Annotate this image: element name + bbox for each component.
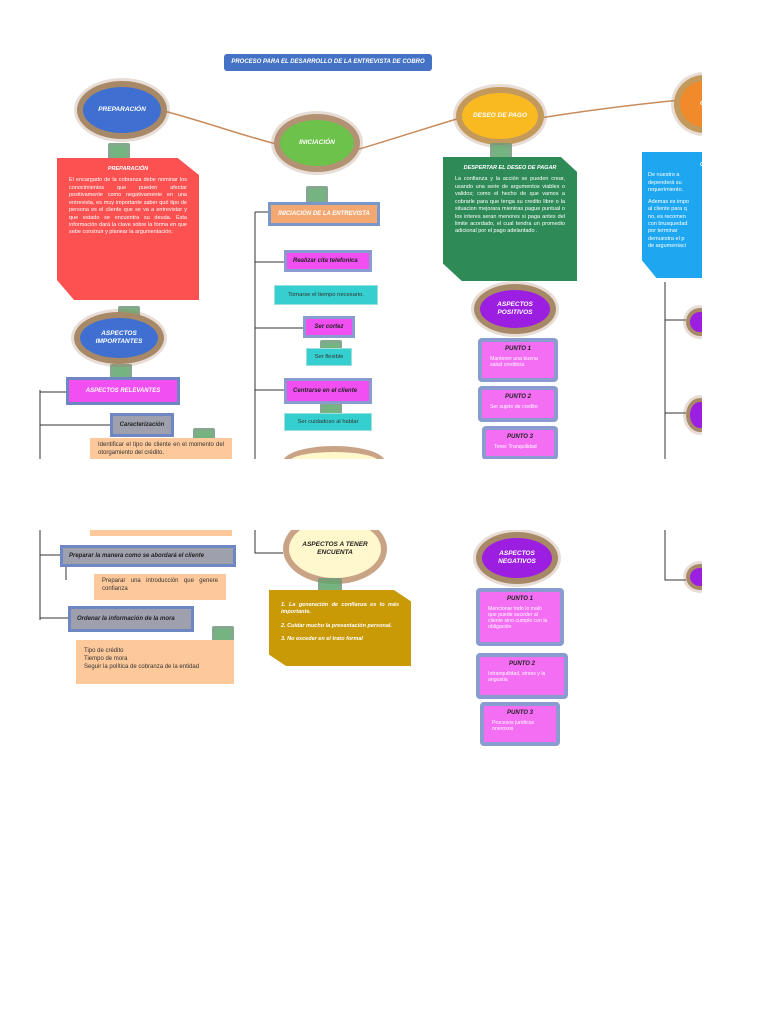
node-aspectos-positivos: ASPECTOS POSITIVOS bbox=[474, 284, 556, 334]
preparar-manera-box: Preparar la manera como se abordará el c… bbox=[60, 545, 236, 567]
negativo-punto-1: PUNTO 1 Mencionar todo lo malo que puede… bbox=[476, 588, 564, 646]
tener-point-3: 3. No exceder en el trato formal bbox=[281, 636, 363, 643]
deseo-pago-card: DESPERTAR EL DESEO DE PAGAR La confianza… bbox=[443, 157, 577, 281]
ordenar-text: Tipo de crédito Tiempo de mora Seguir la… bbox=[76, 640, 234, 684]
punto-label: PUNTO 2 bbox=[505, 394, 531, 400]
ordenar-box: Ordenar la información de la mora bbox=[68, 606, 194, 632]
punto-label: PUNTO 2 bbox=[509, 661, 535, 667]
tomarse-tiempo-box: Tomarse el tiempo necesario. bbox=[274, 285, 378, 305]
punto-text: Mencionar todo lo malo que puede suceder… bbox=[488, 606, 548, 630]
tener-point-2: 2. Cuidar mucho la presentación personal… bbox=[281, 622, 392, 629]
cyan-line: al cliente para q bbox=[648, 206, 687, 213]
page-gap bbox=[0, 459, 768, 530]
iniciacion-entrevista-box: INICIACIÓN DE LA ENTREVISTA bbox=[268, 202, 380, 226]
peach-strip bbox=[90, 530, 232, 536]
punto-label: PUNTO 3 bbox=[507, 434, 533, 440]
ordenar-line-2: Tiempo de mora bbox=[84, 655, 128, 662]
cyan-line: requerimiento. bbox=[648, 187, 684, 194]
positivo-punto-1: PUNTO 1 Mantener una buena salud crediti… bbox=[478, 338, 558, 382]
cyan-line: no, es recomen bbox=[648, 213, 686, 220]
node-aspectos-importantes: ASPECTOS IMPORTANTES bbox=[74, 312, 164, 364]
centrarse-cliente-box: Centrarse en el cliente bbox=[284, 378, 372, 404]
cyan-line: De nuestro a bbox=[648, 172, 680, 179]
negativo-punto-3: PUNTO 3 Procesos juridicos onerosos bbox=[480, 702, 560, 746]
preparacion-card-body: El encargado de la cobranza debe nominar… bbox=[69, 177, 187, 236]
punto-label: PUNTO 1 bbox=[505, 346, 531, 352]
tener-point-1: 1. La generación de confianza es lo más … bbox=[281, 602, 399, 616]
cyan-line: de argumentaci bbox=[648, 243, 686, 250]
punto-text: Procesos juridicos onerosos bbox=[492, 720, 535, 732]
diagram-title: PROCESO PARA EL DESARROLLO DE LA ENTREVI… bbox=[224, 54, 432, 71]
negativo-punto-2: PUNTO 2 Intranquilidad, stress y la angu… bbox=[476, 653, 568, 699]
positivo-punto-2: PUNTO 2 Ser sujeto de credito bbox=[478, 386, 558, 422]
cyan-line: dependerá su bbox=[648, 179, 682, 186]
cyan-line: con brusquedad bbox=[648, 220, 688, 227]
node-preparacion: PREPARACIÓN bbox=[77, 81, 167, 139]
cyan-line: por terminar bbox=[648, 228, 678, 235]
aspectos-relevantes-box: ASPECTOS RELEVANTES bbox=[66, 377, 180, 405]
positivo-punto-3: PUNTO 3 Tener Tranquilidad bbox=[482, 426, 558, 460]
node-aspectos-negativos: ASPECTOS NEGATIVOS bbox=[476, 532, 558, 584]
punto-text: Ser sujeto de credito bbox=[490, 404, 538, 410]
cyan-card-heading: C bbox=[648, 162, 702, 169]
caracterizacion-text: Identificar el tipo de cliente en el mom… bbox=[90, 438, 232, 460]
ordenar-line-3: Seguir la política de cobranza de la ent… bbox=[84, 663, 200, 670]
partial-cyan-card: C De nuestro a dependerá su requerimient… bbox=[642, 152, 702, 278]
punto-text: Mantener una buena salud crediticia bbox=[490, 356, 538, 368]
page-edge-mask bbox=[702, 40, 768, 760]
preparacion-card-heading: PREPARACIÓN bbox=[107, 166, 149, 172]
punto-label: PUNTO 1 bbox=[507, 596, 533, 602]
cyan-line: Ademas es impo bbox=[648, 198, 689, 205]
ser-cortez-box: Ser cortez bbox=[303, 316, 355, 338]
node-deseo-pago: DESEO DE PAGO bbox=[456, 87, 544, 145]
ser-flexible-box: Ser flexible bbox=[306, 348, 352, 366]
ordenar-line-1: Tipo de crédito bbox=[84, 648, 124, 654]
punto-label: PUNTO 3 bbox=[507, 710, 533, 716]
caracterizacion-box: Caracterización bbox=[110, 413, 174, 437]
deseo-card-heading: DESPERTAR EL DESEO DE PAGAR bbox=[463, 165, 557, 171]
deseo-card-body: La confianza y la acción se pueden crear… bbox=[455, 176, 565, 235]
realizar-cita-box: Realizar cita telefonica bbox=[284, 250, 372, 272]
preparacion-card: PREPARACIÓN El encargado de la cobranza … bbox=[57, 158, 199, 300]
cyan-line: demuestra el p bbox=[648, 235, 685, 242]
punto-text: Intranquilidad, stress y la angustia bbox=[488, 671, 546, 683]
ser-cuidadoso-box: Ser cuidadoso al hablar bbox=[284, 413, 372, 431]
node-iniciacion: INICIACIÓN bbox=[274, 114, 360, 172]
tener-encuenta-card: 1. La generación de confianza es lo más … bbox=[269, 590, 411, 666]
punto-text: Tener Tranquilidad bbox=[494, 444, 537, 450]
preparar-text: Preparar una introducción que genere con… bbox=[94, 574, 226, 600]
